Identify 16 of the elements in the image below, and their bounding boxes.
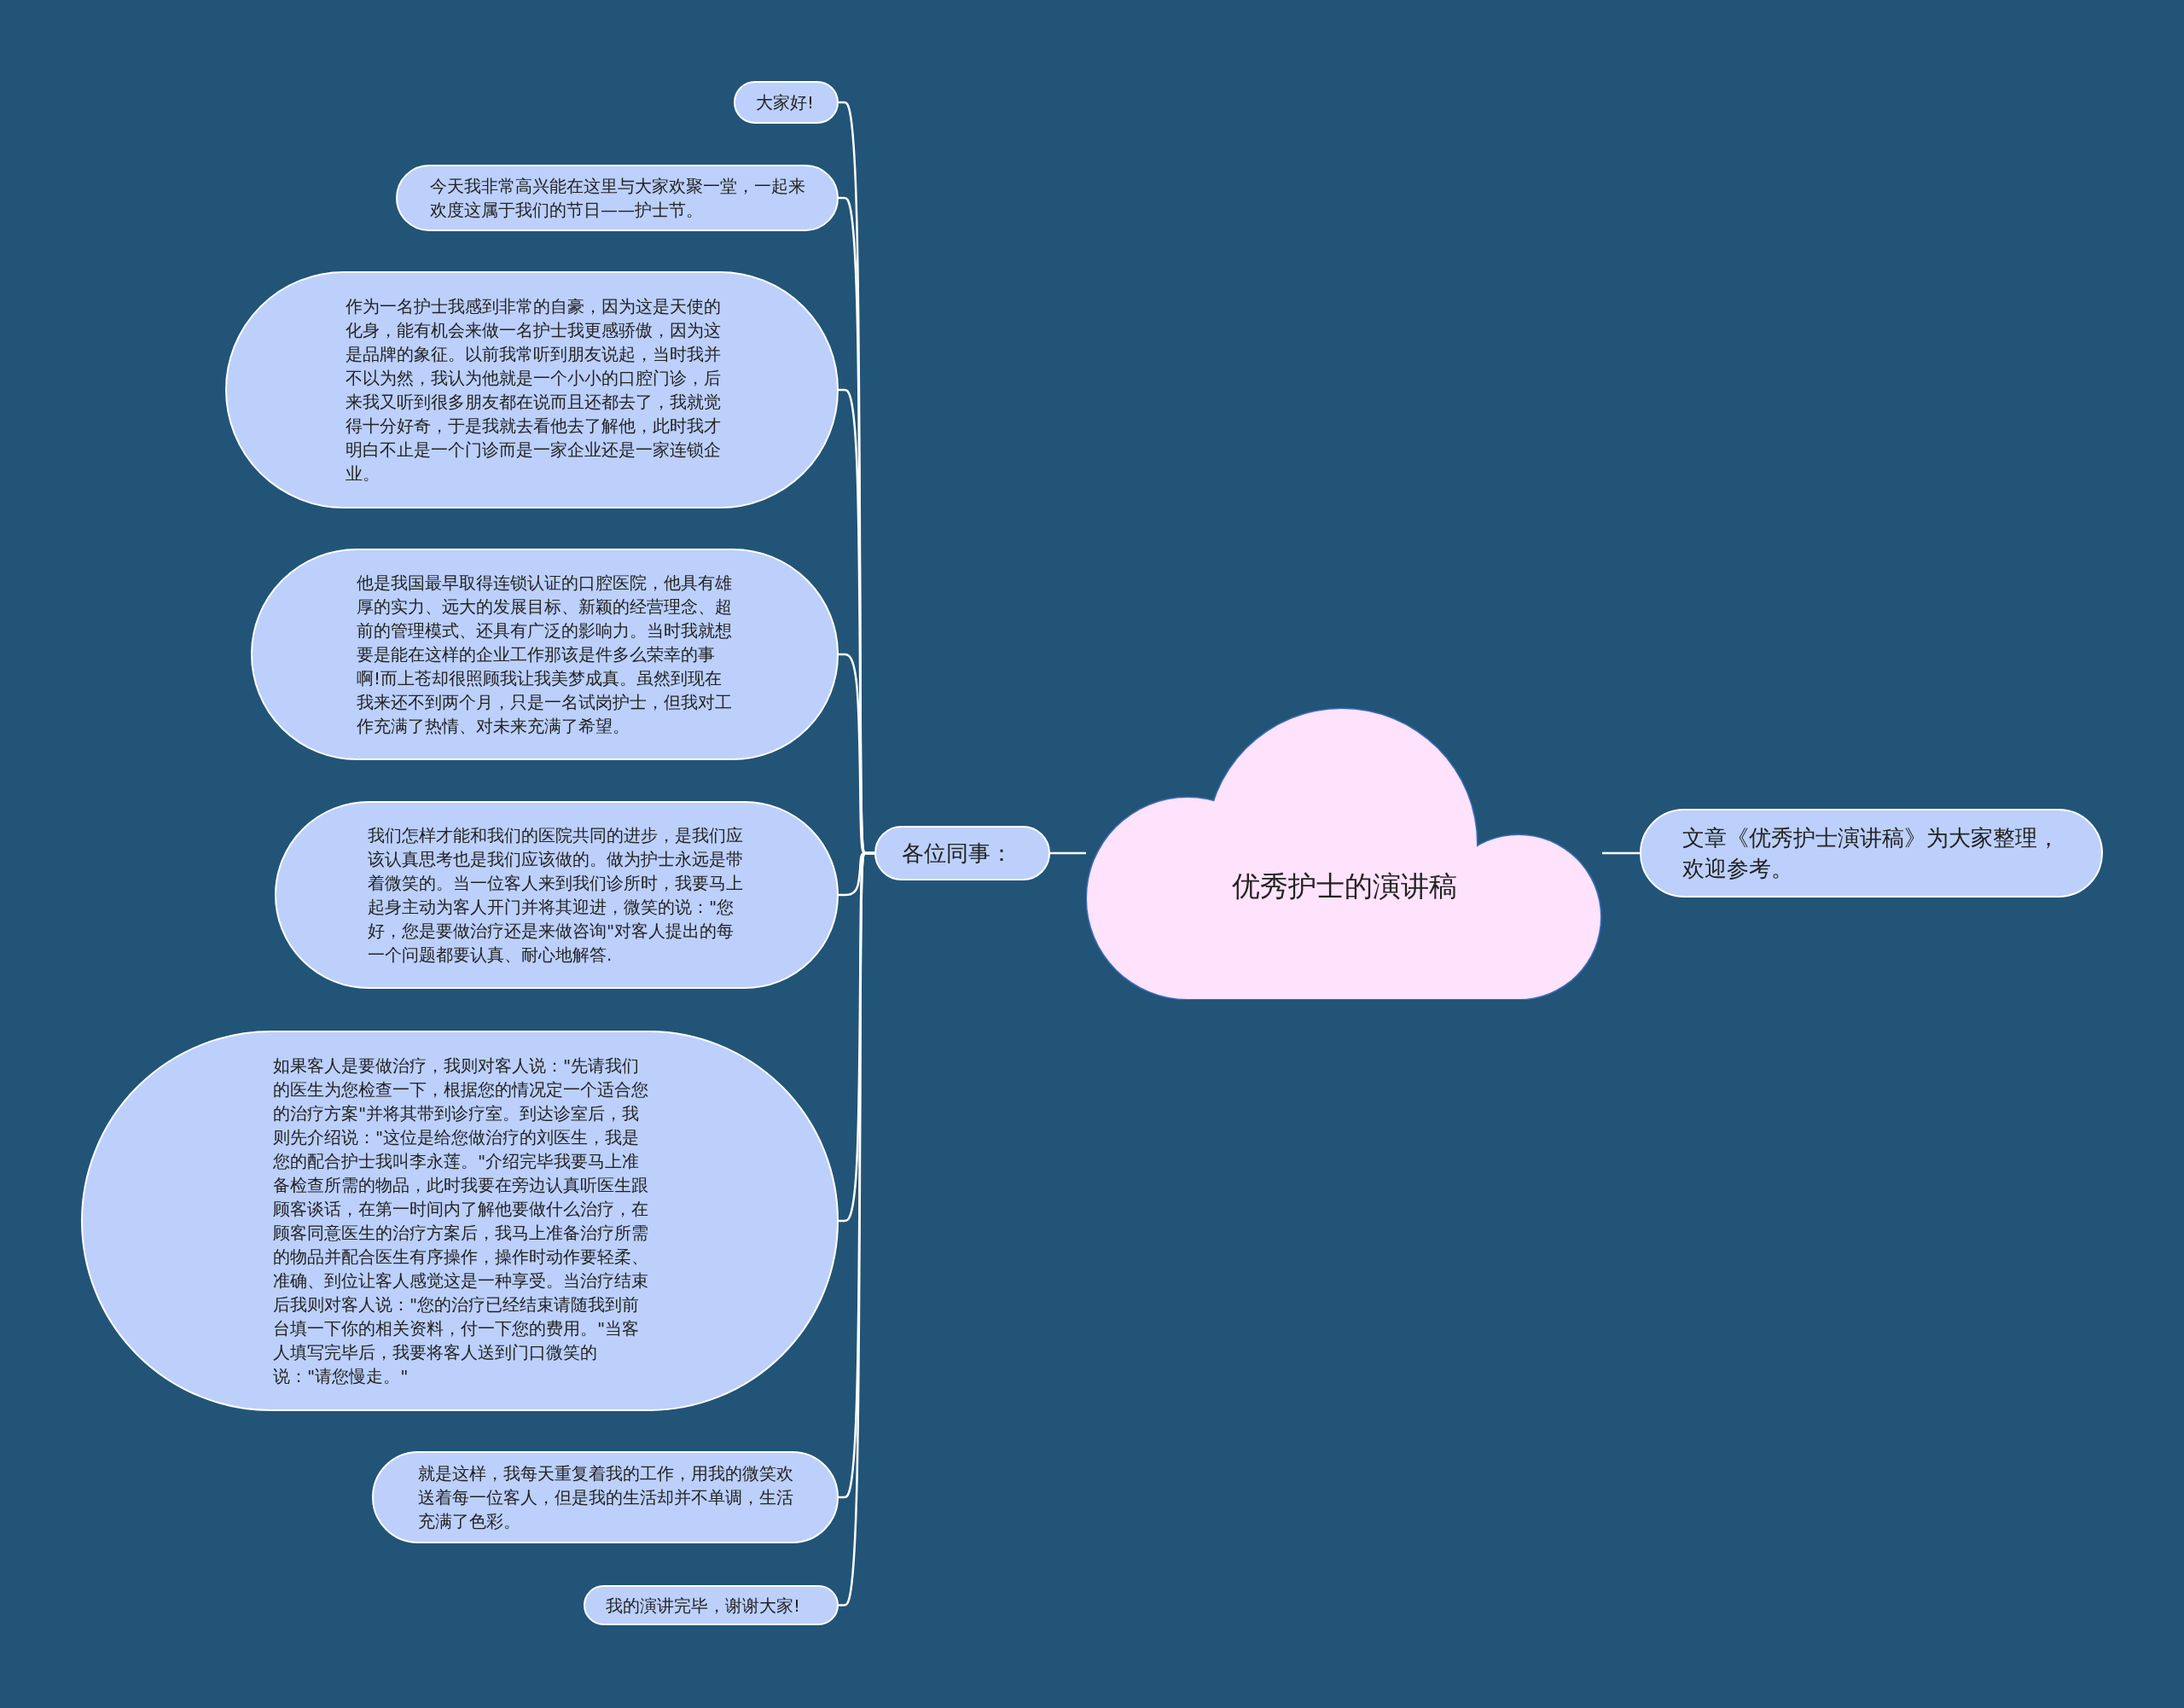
node-text: 他是我国最早取得连锁认证的口腔医院，他具有雄厚的实力、远大的发展目标、新颖的经营理念、超前的管理模式、还具有广泛的影响力。当时我就想要是能在这样的企业工作那该是件多么荣幸的事啊!而上苍却很照顾我让我美梦成真。虽然到现在我来还不到两个月，只是一名试岗护士，但我对工作充满了热情、对未来充满了希望。 — [357, 572, 733, 738]
node-text: 今天我非常高兴能在这里与大家欢聚一堂，一起来欢度这属于我们的节日——护士节。 — [430, 175, 805, 222]
node-text: 我的演讲完毕，谢谢大家! — [606, 1594, 802, 1618]
node-text: 如果客人是要做治疗，我则对客人说："先请我们的医生为您检查一下，根据您的情况定一个适合您的治疗方案"并将其带到诊疗室。到达诊室后，我则先介绍说："这位是给您做治疗的刘医生，我是您的配合护士我叫李永莲。"介绍完毕我要马上准备检查所需的物品，此时我要在旁边认真听医生跟顾客谈话，在第一时间内了解他要做什么治疗，在顾客同意医生的治疗方案后，我马上准备治疗所需的物品并配合医生有序操作，操作时动作要轻柔、准确、到位让客人感觉这是一种享受。当治疗结束后我则对客人说："您的治疗已经结束请随我到前台填一下你的相关资料，付一下您的费用。"当客人填写完毕后，我要将客人送到门口微笑的说："请您慢走。" — [273, 1054, 649, 1388]
node-text: 各位同事： — [902, 839, 1014, 868]
central-topic-text: 优秀护士的演讲稿 — [1230, 869, 1458, 903]
node-text: 文章《优秀护士演讲稿》为大家整理，欢迎参考。 — [1682, 824, 2060, 883]
topic-pill — [874, 826, 1050, 880]
node-text: 就是这样，我每天重复着我的工作，用我的微笑欢送着每一位客人，但是我的生活却并不单调，生活充满了色彩。 — [418, 1462, 794, 1533]
node-text: 作为一名护士我感到非常的自豪，因为这是天使的化身，能有机会来做一名护士我更感骄傲，因为这是品牌的象征。以前我常听到朋友说起，当时我并不以为然，我认为他就是一个小小的口腔门诊，后来我又听到很多朋友都在说而且还都去了，我就觉得十分好奇，于是我就去看他去了解他，此时我才明白不止是一个门诊而是一家企业还是一家连锁企业。 — [346, 295, 722, 485]
node-text: 我们怎样才能和我们的医院共同的进步，是我们应该认真思考也是我们应该做的。做为护士永远是带着微笑的。当一位客人来到我们诊所时，我要马上起身主动为客人开门并将其迎进，微笑的说："您好，您是要做治疗还是来做咨询"对客人提出的每一个问题都要认真、耐心地解答. — [368, 824, 744, 967]
node-text: 大家好! — [756, 91, 816, 114]
connector-line — [1050, 851, 1086, 855]
speech-bubble — [584, 1585, 839, 1625]
speech-bubble — [734, 81, 839, 124]
connector-line — [1602, 851, 1640, 855]
